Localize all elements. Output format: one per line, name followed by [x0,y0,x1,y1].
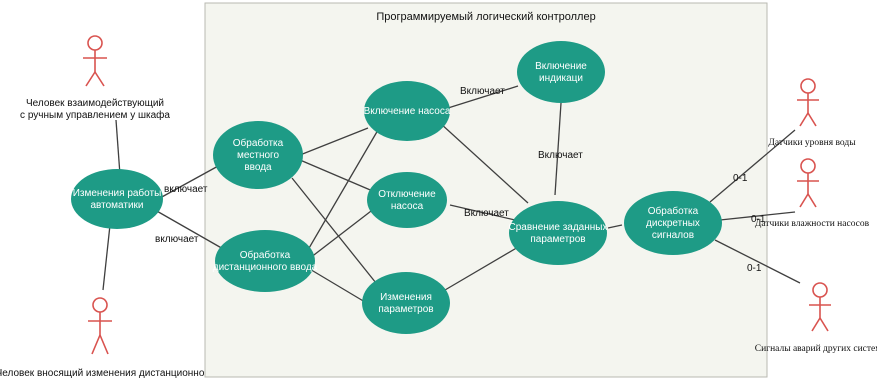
edge-compare-discrete [607,224,623,229]
edge-pumpon-compare [439,122,529,204]
system-boundary [204,2,768,378]
edge-discrete-moisture [719,211,796,221]
label-line: Изменения [380,292,432,303]
multiplicity-label-3: 0-1 [747,263,762,274]
actor-label: Человек вносящий изменения дистанционно [0,368,205,379]
edge-auto-remote [154,209,226,251]
edge-manual-auto [115,119,121,176]
edge-params-compare [444,242,526,291]
edge-auto-local [159,164,221,199]
actor-figure-icon [797,158,819,208]
actor-label: Сигналы аварий других систем [755,343,877,354]
edge-indicate-compare [554,102,562,196]
actor-figure-icon [797,78,819,127]
use-case-ellipse [215,230,315,292]
label-line: дискретных [646,218,700,229]
label-line: Обработка [240,249,291,261]
edge-pumpon-indicate [447,85,519,109]
use-case-label: Включение насоса [364,106,451,117]
label-line: местного [237,150,280,161]
use-case-ellipse [364,81,450,141]
edge-remote-pumpoff [309,207,376,259]
use-case-ellipse [362,272,450,334]
edge-local-params [291,177,381,289]
use-case-ellipse [367,172,447,228]
actor-remote-operator[interactable]: Человек вносящий изменения дистанционно [0,297,205,379]
include-label-4: Включает [464,208,509,219]
label-line: Отключение [378,189,436,200]
label-line: Изменения работы [73,187,162,199]
label-line: с ручным управлением у шкафа [20,109,170,121]
label-line: ввода [244,162,272,173]
label-line: параметров [378,304,433,315]
use-case-ellipse [509,201,607,265]
edge-remote-params [307,267,371,306]
actor-figure-icon [88,297,112,355]
actor-other-alarms[interactable]: Сигналы аварий других систем [755,282,877,354]
use-case-ellipse [71,169,163,229]
actor-label: Датчики уровня воды [768,138,856,148]
include-label-3: Включает [460,86,505,97]
label-line: Человек взаимодействующий [26,98,164,109]
label-line: параметров [530,234,585,245]
edge-remote-pumpon [304,129,379,256]
label-line: Включение насоса [364,106,451,117]
edge-discrete-alarms [714,239,801,284]
edge-remote-auto [102,224,111,291]
use-case-ellipse [624,191,722,255]
edge-local-pumpon [299,127,369,156]
system-title: Программируемый логический контроллер [376,11,595,23]
multiplicity-label-2: 0-1 [751,214,766,225]
edges [102,85,801,306]
label-line: Включение [535,61,587,72]
edge-local-pumpoff [299,159,376,193]
include-label-2: включает [155,234,199,245]
use-case-pump-on[interactable]: Включение насоса [364,81,451,141]
use-case-ellipse [517,41,605,103]
label-line: Обработка [648,205,699,217]
actor-water-sensor[interactable]: Датчики уровня воды [768,78,856,148]
use-case-ellipse [213,121,303,189]
edge-pumpoff-compare [449,204,516,221]
label-line: индикаци [539,73,583,84]
label-line: дистанционного ввода [213,262,318,273]
label-line: Сравнение заданных [509,222,608,233]
multiplicity-label-1: 0-1 [733,173,748,184]
actor-figure-icon [809,282,831,332]
label-line: Обработка [233,137,284,149]
actor-moisture-sensor[interactable]: Датчики влажности насосов [755,158,870,229]
include-label-1: включает [164,184,208,195]
actor-label: Датчики влажности насосов [755,219,870,229]
label-line: сигналов [652,230,694,241]
include-label-5: Включает [538,150,583,161]
edge-discrete-water [709,129,796,203]
actor-figure-icon [83,35,107,87]
label-line: автоматики [90,200,143,211]
label-line: насоса [391,201,424,212]
